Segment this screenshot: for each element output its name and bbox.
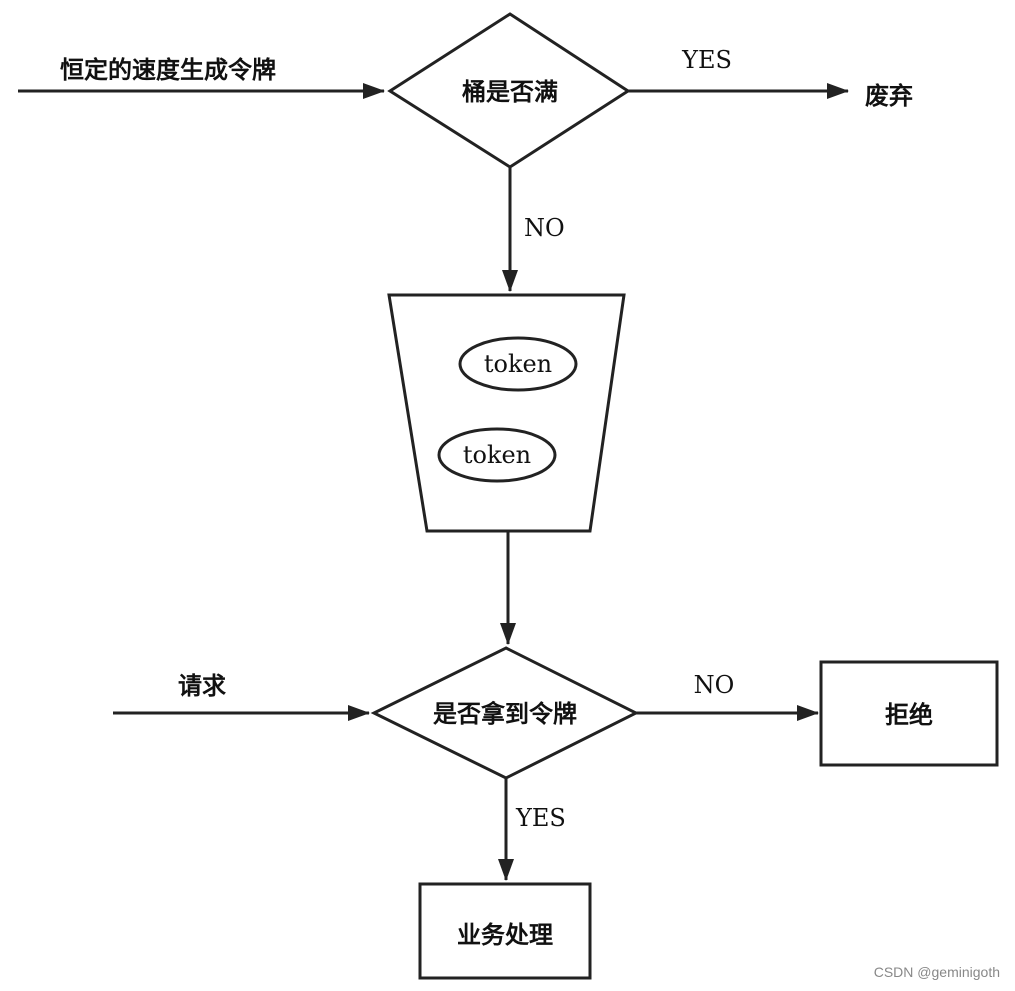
token-label-1: token	[484, 350, 552, 378]
label-discard: 废弃	[865, 82, 913, 110]
token-label-2: token	[463, 441, 531, 469]
label-yes-bottom: YES	[515, 804, 566, 832]
label-no-top: NO	[524, 214, 565, 242]
label-yes-top: YES	[681, 46, 732, 74]
label-generate: 恒定的速度生成令牌	[60, 56, 276, 84]
box-reject	[819, 660, 999, 767]
token-ellipse-2	[437, 427, 557, 483]
box-reject-label: 拒绝	[885, 701, 933, 729]
decision-bucket-full-label: 桶是否满	[462, 78, 558, 106]
label-no-bottom: NO	[694, 671, 735, 699]
decision-got-token-label: 是否拿到令牌	[433, 700, 577, 728]
box-business-label: 业务处理	[457, 921, 553, 949]
token-bucket	[387, 293, 626, 533]
token-ellipse-1	[458, 336, 578, 392]
watermark: CSDN @geminigoth	[874, 964, 1000, 980]
label-request: 请求	[178, 672, 226, 700]
box-business	[418, 882, 592, 980]
